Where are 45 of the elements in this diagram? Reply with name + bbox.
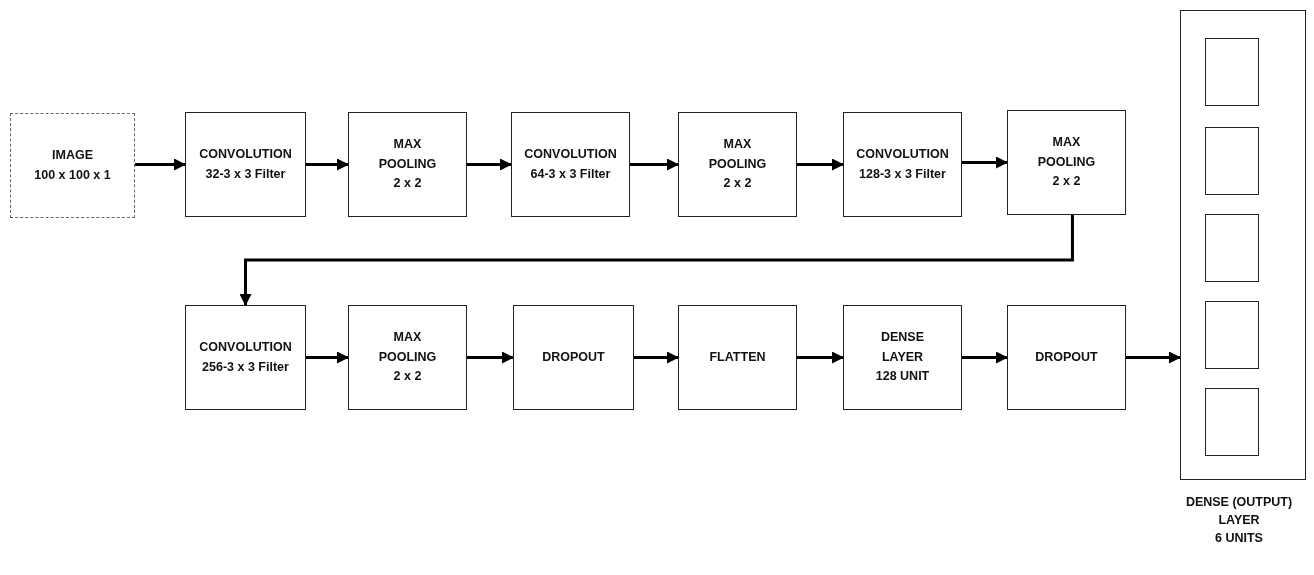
layer-label: DROPOUT <box>542 348 605 366</box>
layer-box <box>843 305 962 410</box>
arrow <box>1126 351 1181 364</box>
layer-label: CONVOLUTION 64-3 x 3 Filter <box>524 146 617 183</box>
layer-label: IMAGE 100 x 100 x 1 <box>34 147 111 184</box>
arrow <box>630 158 679 171</box>
arrow <box>634 351 679 364</box>
layer-label: DENSE (OUTPUT) LAYER 6 UNITS <box>1184 494 1294 548</box>
layer-box <box>1007 305 1126 410</box>
arrow <box>135 158 186 171</box>
arrow <box>962 156 1008 169</box>
layer-box <box>843 112 962 217</box>
layer-label: CONVOLUTION 32-3 x 3 Filter <box>199 146 292 183</box>
layer-label: FLATTEN <box>709 348 766 366</box>
layer-label: MAX POOLING 2 x 2 <box>378 136 437 193</box>
layer-label: DROPOUT <box>1035 348 1098 366</box>
unit-box <box>1205 38 1259 106</box>
arrow <box>797 351 844 364</box>
layer-box <box>511 112 630 217</box>
layer-label: CONVOLUTION 256-3 x 3 Filter <box>199 339 292 376</box>
layer-box <box>678 305 797 410</box>
arrow <box>797 158 844 171</box>
layer-label: CONVOLUTION 128-3 x 3 Filter <box>856 146 949 183</box>
layer-box <box>678 112 797 217</box>
unit-box <box>1205 127 1259 195</box>
layer-box <box>185 305 306 410</box>
layer-box <box>185 112 306 217</box>
layer-label: MAX POOLING 2 x 2 <box>378 329 437 386</box>
input-box <box>10 113 135 218</box>
unit-box <box>1205 301 1259 369</box>
arrow <box>467 158 512 171</box>
arrow <box>467 351 514 364</box>
unit-box <box>1205 214 1259 282</box>
layer-label: DENSE LAYER 128 UNIT <box>875 329 930 386</box>
layer-box <box>513 305 634 410</box>
arrow <box>962 351 1008 364</box>
arrow <box>306 158 349 171</box>
arrow <box>306 351 349 364</box>
layer-box <box>348 112 467 217</box>
unit-box <box>1205 388 1259 456</box>
layer-label: MAX POOLING 2 x 2 <box>708 136 767 193</box>
layer-box <box>348 305 467 410</box>
layer-box <box>1007 110 1126 215</box>
layer-label: MAX POOLING 2 x 2 <box>1037 134 1096 191</box>
arrow <box>239 215 1074 306</box>
